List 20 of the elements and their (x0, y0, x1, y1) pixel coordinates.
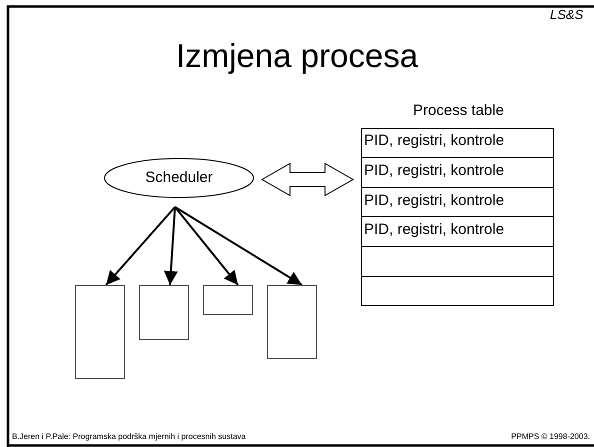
row-text: PID, registri, kontrole (364, 132, 504, 149)
slide-title: Izmjena procesa (174, 37, 420, 75)
arrow (105, 206, 176, 286)
arrow (174, 206, 303, 286)
row-text: PID, registri, kontrole (364, 221, 504, 238)
arrow (174, 206, 239, 286)
double-arrow (261, 162, 354, 196)
corner-tag: LS&S (550, 7, 584, 22)
arrow (164, 206, 178, 286)
process-box (139, 285, 189, 340)
footer-text: B.Jeren i P.Pale: Programska podrška mjernih i procesnih sustava (12, 432, 246, 441)
footer-text: PPMPS © 1998-2003. (511, 432, 590, 441)
process-box (203, 285, 253, 315)
row-text: PID, registri, kontrole (364, 162, 504, 179)
process-box (75, 285, 125, 379)
node-label: Scheduler (144, 169, 214, 186)
row-text: PID, registri, kontrole (364, 192, 504, 209)
scheduler-ellipse (104, 158, 254, 198)
process-box (267, 285, 317, 359)
table-heading: Process table (412, 102, 505, 119)
